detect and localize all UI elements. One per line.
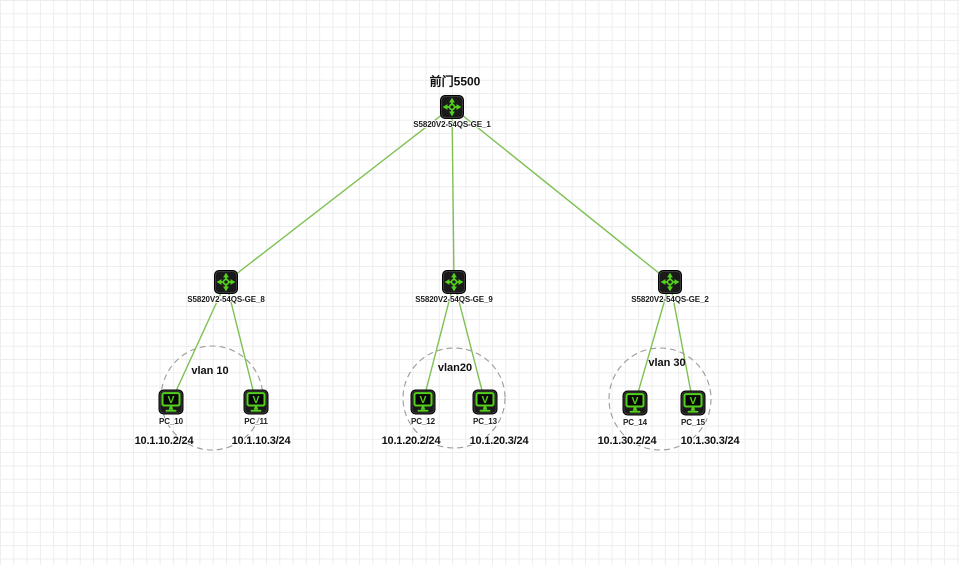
link-sw9-pc12[interactable] — [422, 281, 455, 403]
svg-text:V: V — [689, 395, 696, 407]
node-pc13[interactable]: V — [472, 389, 498, 415]
node-pc14[interactable]: V — [622, 390, 648, 416]
svg-text:V: V — [167, 394, 174, 406]
pc-icon: V — [410, 389, 436, 415]
node-sw1[interactable] — [440, 95, 464, 119]
ip-annotation[interactable]: 10.1.20.3/24 — [469, 435, 529, 447]
link-sw2-pc14[interactable] — [634, 281, 671, 404]
switch-icon — [214, 270, 238, 294]
link-sw1-sw9[interactable] — [451, 106, 455, 283]
svg-text:V: V — [419, 394, 426, 406]
ip-annotation[interactable]: 10.1.10.2/24 — [134, 435, 194, 447]
ip-annotation[interactable]: 10.1.20.2/24 — [381, 435, 441, 447]
ip-annotation[interactable]: 10.1.30.2/24 — [597, 435, 657, 447]
node-label-sw1: S5820V2-54QS-GE_1 — [413, 120, 491, 129]
link-sw1-sw2[interactable] — [451, 106, 671, 283]
node-label-pc13: PC_13 — [473, 417, 497, 426]
vlan-zone-label[interactable]: vlan20 — [437, 362, 473, 374]
vlan-ellipse[interactable] — [402, 347, 506, 449]
link-sw8-pc10[interactable] — [170, 281, 227, 403]
ip-annotation[interactable]: 10.1.10.3/24 — [231, 435, 291, 447]
node-pc12[interactable]: V — [410, 389, 436, 415]
svg-text:V: V — [252, 394, 259, 406]
switch-icon — [442, 270, 466, 294]
ip-annotation[interactable]: 10.1.30.3/24 — [680, 435, 740, 447]
link-sw8-pc11[interactable] — [225, 281, 257, 403]
node-label-pc12: PC_12 — [411, 417, 435, 426]
node-label-pc11: PC_11 — [244, 417, 268, 426]
switch-icon — [658, 270, 682, 294]
node-label-pc14: PC_14 — [623, 418, 647, 427]
node-sw2[interactable] — [658, 270, 682, 294]
switch-icon — [440, 95, 464, 119]
pc-icon: V — [158, 389, 184, 415]
node-label-pc15: PC_15 — [681, 418, 705, 427]
node-pc10[interactable]: V — [158, 389, 184, 415]
node-label-pc10: PC_10 — [159, 417, 183, 426]
svg-text:V: V — [631, 395, 638, 407]
pc-icon: V — [680, 390, 706, 416]
node-label-sw9: S5820V2-54QS-GE_9 — [415, 295, 493, 304]
node-sw8[interactable] — [214, 270, 238, 294]
node-sw9[interactable] — [442, 270, 466, 294]
node-label-sw2: S5820V2-54QS-GE_2 — [631, 295, 709, 304]
link-sw2-pc15[interactable] — [669, 281, 694, 404]
vlan-ellipse[interactable] — [608, 347, 712, 451]
svg-text:V: V — [481, 394, 488, 406]
note-label[interactable]: 前门5500 — [429, 74, 481, 89]
node-pc11[interactable]: V — [243, 389, 269, 415]
vlan-zone-label[interactable]: vlan 30 — [648, 357, 686, 369]
link-sw1-sw8[interactable] — [225, 106, 453, 283]
pc-icon: V — [472, 389, 498, 415]
node-label-sw8: S5820V2-54QS-GE_8 — [187, 295, 265, 304]
vlan-zone-label[interactable]: vlan 10 — [191, 365, 229, 377]
node-pc15[interactable]: V — [680, 390, 706, 416]
pc-icon: V — [243, 389, 269, 415]
link-sw9-pc13[interactable] — [453, 281, 486, 403]
pc-icon: V — [622, 390, 648, 416]
